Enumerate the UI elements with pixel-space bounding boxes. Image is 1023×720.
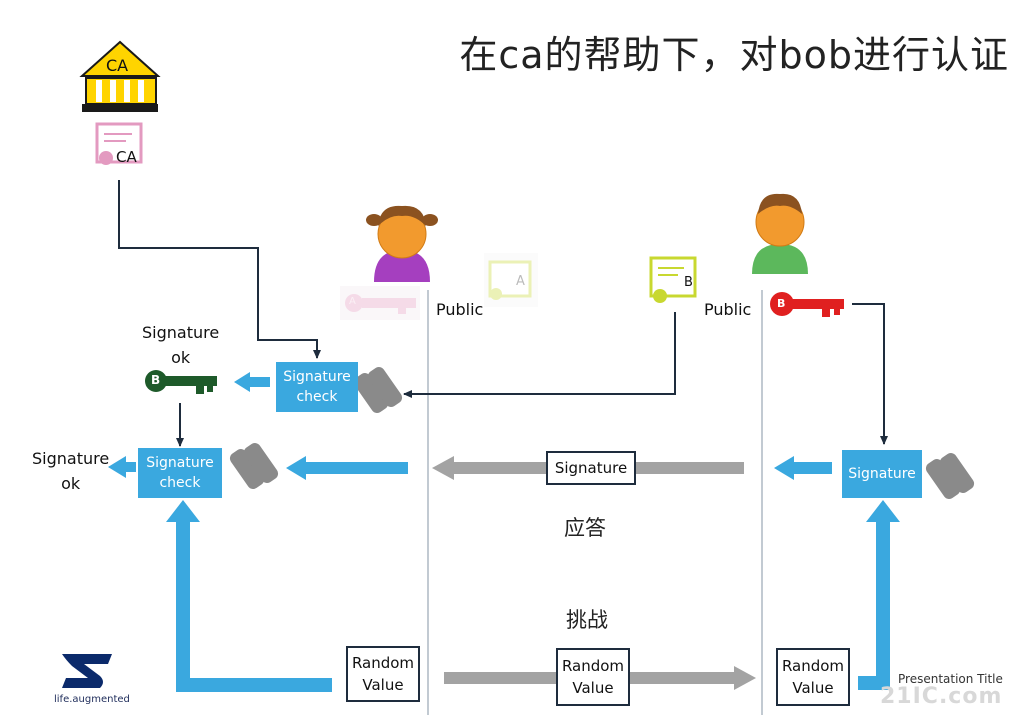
bob-key-to-signature-connector — [852, 303, 888, 445]
alice-avatar-icon — [366, 205, 438, 282]
bob-key-letter: B — [777, 297, 786, 310]
bob-certificate-icon — [649, 256, 697, 303]
page-title: 在ca的帮助下，对bob进行认证 — [459, 33, 1009, 77]
channel-signature-box: Signature — [546, 451, 636, 485]
arrow-into-gear — [286, 456, 408, 480]
signature-ok-top-label: Signature ok — [142, 323, 220, 367]
ca-certificate-label: CA — [116, 148, 137, 166]
random-value-left-label: Random Value — [351, 654, 415, 694]
arrow-check-to-ok — [108, 456, 136, 478]
response-label: 应答 — [564, 516, 606, 540]
gear-icon-right — [925, 452, 975, 500]
signature-check-bottom-box: Signature check — [138, 448, 222, 498]
alice-certificate-letter: A — [516, 274, 525, 289]
bob-avatar-icon — [752, 193, 808, 274]
random-value-right-box: Random Value — [776, 648, 850, 706]
ca-to-check-connector — [118, 180, 321, 359]
arrow-from-signature — [774, 456, 832, 480]
gear-icon-middle — [229, 442, 279, 490]
signature-ok-left-label: Signature ok — [32, 449, 110, 493]
arrow-check-to-key — [234, 372, 270, 392]
verified-key-icon — [145, 370, 217, 394]
gear-icon-top — [353, 366, 403, 414]
signature-check-top-box: Signature check — [276, 362, 358, 412]
st-logo-tagline: life.augmented — [54, 694, 130, 705]
alice-key-icon — [340, 286, 420, 320]
challenge-label: 挑战 — [566, 608, 608, 632]
bob-signature-box: Signature — [842, 450, 922, 498]
ca-certificate-icon — [95, 122, 143, 165]
alice-key-letter: A — [349, 296, 356, 307]
arrow-random-to-check — [166, 500, 332, 692]
random-value-mid-label: Random Value — [561, 657, 625, 697]
arrow-random-to-signature — [858, 500, 900, 690]
bob-public-label: Public — [704, 300, 752, 319]
channel-signature-label: Signature — [554, 459, 628, 477]
bob-certificate-letter: B — [684, 275, 693, 290]
alice-public-label: Public — [436, 300, 484, 319]
watermark: 21IC.com — [880, 684, 1003, 709]
random-value-mid-box: Random Value — [556, 648, 630, 706]
presentation-title: Presentation Title — [898, 672, 1003, 686]
ca-building-label: CA — [106, 56, 129, 75]
signature-check-top-label: Signature check — [283, 369, 351, 405]
verified-key-letter: B — [151, 373, 161, 387]
signature-check-bottom-label: Signature check — [146, 455, 214, 491]
random-value-right-label: Random Value — [781, 657, 845, 697]
random-value-left-box: Random Value — [346, 646, 420, 702]
ca-building-icon — [79, 40, 161, 112]
alice-certificate-icon — [484, 253, 538, 307]
bob-cert-to-check-connector — [403, 312, 676, 398]
bob-signature-label: Signature — [848, 466, 916, 482]
bob-key-icon — [770, 292, 844, 317]
st-logo-icon — [62, 654, 112, 688]
